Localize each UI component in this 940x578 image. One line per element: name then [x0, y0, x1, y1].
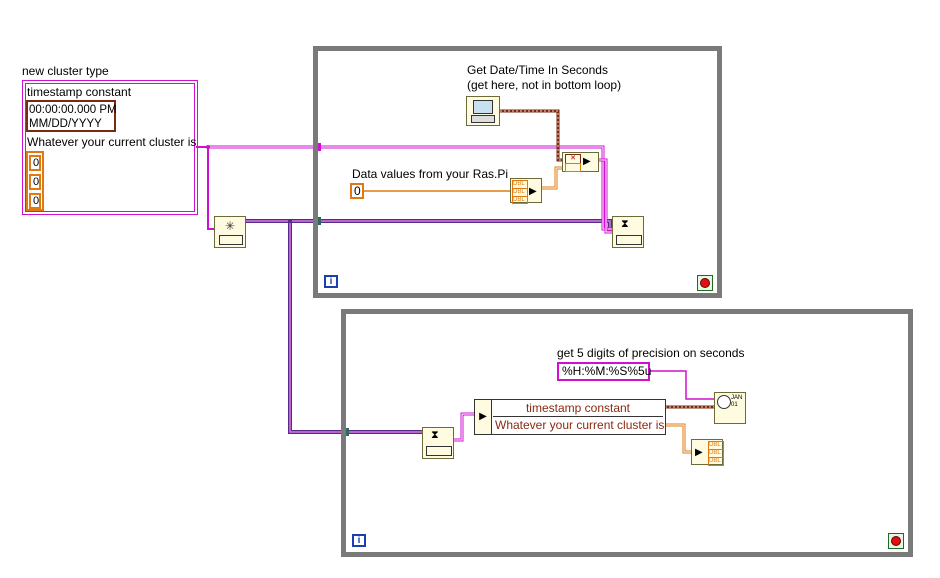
data-numeric-constant[interactable]: 0 — [350, 183, 364, 199]
precision-label: get 5 digits of precision on seconds — [557, 346, 745, 360]
format-string-constant[interactable]: %H:%M:%S%5u — [557, 362, 651, 381]
get-time-label-line1: Get Date/Time In Seconds — [467, 63, 608, 77]
bottom-stop-terminal[interactable] — [888, 533, 904, 549]
cluster-wire-to-obtain — [196, 146, 216, 230]
array-slot-icon — [565, 163, 581, 172]
bottom-iteration-terminal: i — [352, 534, 366, 547]
keyboard-icon — [471, 115, 495, 123]
dbl-tag: DBL — [512, 196, 528, 204]
unbundle-item-array: Whatever your current cluster is — [495, 418, 665, 432]
clock-icon — [717, 395, 731, 409]
array-wire-bottom — [665, 423, 692, 454]
queue-wire-bottom — [288, 221, 422, 434]
obtain-queue-node[interactable]: ✳ — [214, 216, 246, 248]
cluster-constant[interactable]: timestamp constant 00:00:00.000 PM MM/DD… — [22, 80, 198, 215]
data-values-label: Data values from your Ras.Pi — [352, 167, 509, 181]
dbl-tag: DBL — [708, 457, 724, 466]
top-while-loop[interactable] — [313, 46, 722, 298]
format-string-wire — [650, 370, 715, 400]
arrow-icon: ▶ — [475, 400, 492, 434]
top-iteration-terminal: i — [324, 275, 338, 288]
queue-icon — [426, 446, 452, 456]
array-label: Whatever your current cluster is — [27, 135, 197, 149]
hourglass-icon: ⧗ — [621, 218, 629, 230]
timestamp-constant[interactable]: 00:00:00.000 PM MM/DD/YYYY — [26, 100, 117, 132]
timestamp-time: 00:00:00.000 PM — [29, 104, 117, 116]
array-element[interactable]: 0 — [29, 155, 41, 171]
arrow-icon: ▶ — [583, 156, 591, 167]
index-array-node[interactable]: DBL DBL DBL ▶ — [691, 439, 724, 466]
array-wire — [542, 166, 562, 190]
array-element[interactable]: 0 — [29, 193, 41, 209]
unbundle-by-name-node[interactable]: ▶ timestamp constant Whatever your curre… — [474, 399, 666, 435]
bundle-output-wire — [598, 158, 614, 234]
timestamp-constant-label: timestamp constant — [27, 85, 132, 99]
queue-icon — [616, 235, 642, 245]
wire-junction-queue — [288, 219, 292, 223]
build-array-node[interactable]: DBL DBL DBL ▶ — [510, 178, 542, 204]
array-constant[interactable]: 0 0 0 — [26, 151, 44, 211]
top-stop-terminal[interactable] — [697, 275, 713, 291]
array-element[interactable]: 0 — [29, 174, 41, 190]
get-date-time-node[interactable] — [466, 96, 500, 126]
get-time-label-line2: (get here, not in bottom loop) — [467, 78, 622, 92]
bottom-while-loop[interactable] — [341, 309, 913, 557]
enqueue-element-node[interactable]: ⧗ — [612, 216, 644, 248]
queue-icon — [219, 235, 243, 245]
sparkle-icon: ✳ — [225, 219, 236, 233]
computer-icon — [473, 100, 493, 114]
hourglass-icon: ⧗ — [431, 429, 439, 441]
cluster-constant-label: new cluster type — [22, 64, 109, 78]
unbundle-item-timestamp: timestamp constant — [493, 401, 663, 417]
dequeue-element-node[interactable]: ⧗ — [422, 427, 454, 459]
bundle-node[interactable]: ✕ ▶ — [562, 152, 599, 172]
dequeue-output-wire — [454, 412, 476, 442]
arrow-icon: ▶ — [529, 186, 537, 197]
arrow-icon: ▶ — [695, 447, 703, 458]
timestamp-date: MM/DD/YYYY — [29, 118, 102, 130]
wire-junction-cluster — [206, 145, 210, 149]
